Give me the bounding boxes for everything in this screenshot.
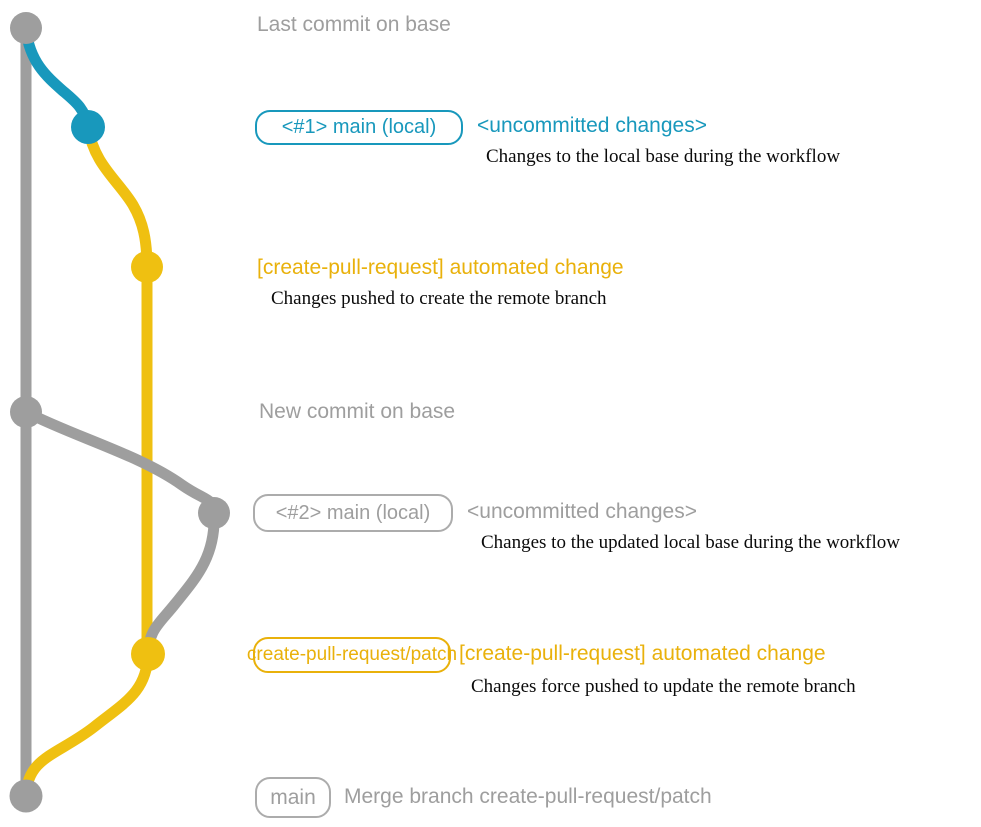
rebase-line <box>142 507 220 660</box>
branch-tag-patch: create-pull-request/patch <box>247 637 457 673</box>
commit-node-patch-2 <box>131 637 165 671</box>
local-changes-branch-1-line <box>20 24 94 133</box>
pr-commit-title-2: [create-pull-request] automated change <box>459 642 826 665</box>
patch-merge-line <box>20 648 154 802</box>
local-changes-branch-2-line <box>20 406 220 519</box>
branch-tag-main-local-2: <#2> main (local) <box>253 494 453 532</box>
branch-tag-main-local-1-text: <#1> main (local) <box>281 116 437 138</box>
uncommitted-changes-desc-2: Changes to the updated local base during… <box>481 532 900 553</box>
commit-node-local-1 <box>71 110 105 144</box>
pr-commit-title-1: [create-pull-request] automated change <box>257 256 624 279</box>
uncommitted-changes-label-1: <uncommitted changes> <box>477 114 707 137</box>
merge-message-label: Merge branch create-pull-request/patch <box>344 785 712 808</box>
uncommitted-changes-desc-1: Changes to the local base during the wor… <box>486 146 841 167</box>
patch-branch-line <box>82 121 153 660</box>
branch-tag-main-text: main <box>270 785 316 809</box>
new-commit-label: New commit on base <box>259 400 456 423</box>
pr-commit-desc-1: Changes pushed to create the remote bran… <box>271 288 607 309</box>
commit-node-merge <box>9 779 43 813</box>
pr-commit-desc-2: Changes force pushed to update the remot… <box>471 676 856 697</box>
branch-tag-main: main <box>255 777 331 818</box>
commit-node-base-new <box>10 396 42 428</box>
branch-tag-main-local-2-text: <#2> main (local) <box>275 501 431 524</box>
commit-node-base-last <box>10 12 42 44</box>
branch-tag-main-local-1: <#1> main (local) <box>255 110 463 145</box>
uncommitted-changes-label-2: <uncommitted changes> <box>467 500 697 523</box>
branch-tag-patch-text: create-pull-request/patch <box>246 644 458 665</box>
commit-node-patch-1 <box>131 251 163 283</box>
commit-node-local-2 <box>198 497 230 529</box>
commit-graph <box>9 12 230 813</box>
last-commit-label: Last commit on base <box>257 13 451 36</box>
